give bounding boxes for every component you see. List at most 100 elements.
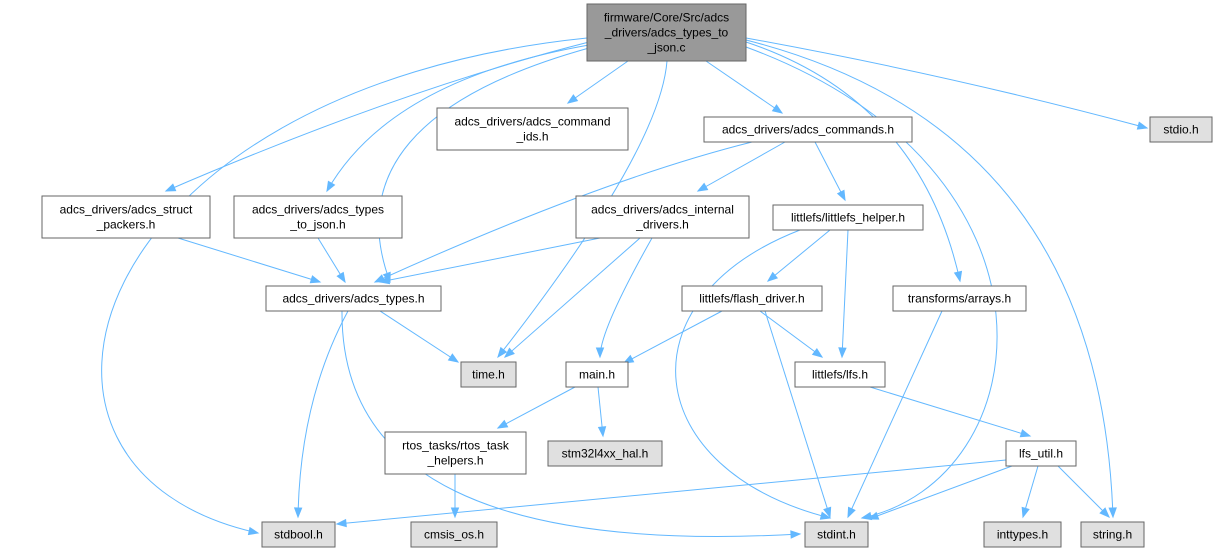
- node-box[interactable]: [1005, 440, 1077, 467]
- edge-line: [868, 465, 1013, 520]
- node-box[interactable]: [892, 285, 1027, 312]
- node-box[interactable]: [772, 204, 924, 231]
- arrowhead-icon: [1019, 429, 1032, 438]
- arrowhead-icon: [819, 511, 832, 520]
- node-box[interactable]: [681, 285, 823, 312]
- arrowhead-icon: [836, 189, 846, 202]
- node-box[interactable]: [1080, 521, 1145, 548]
- node-label-line: stdio.h: [1163, 123, 1198, 137]
- node-label-line: stm32l4xx_hal.h: [562, 447, 649, 461]
- edge-lfs_helper-to-stdint: [675, 229, 832, 520]
- node-label-line: main.h: [579, 368, 615, 382]
- node-box[interactable]: [436, 107, 629, 151]
- node-lfs[interactable]: littlefs/lfs.h: [794, 361, 886, 388]
- edge-lfs_util-to-string: [1057, 465, 1110, 518]
- arrowhead-icon: [597, 426, 607, 438]
- node-label-line: rtos_tasks/rtos_task: [402, 439, 510, 453]
- node-label-line: time.h: [472, 368, 505, 382]
- arrowhead-icon: [336, 271, 346, 284]
- arrowhead-icon: [860, 511, 873, 521]
- node-inttypes[interactable]: inttypes.h: [983, 521, 1062, 548]
- node-stdio[interactable]: stdio.h: [1149, 116, 1213, 143]
- node-types-to-json[interactable]: adcs_drivers/adcs_types_to_json.h: [233, 195, 403, 239]
- node-label-line: string.h: [1093, 528, 1132, 542]
- node-label-line: _drivers.h: [635, 218, 689, 232]
- edge-types-to-stdint: [341, 310, 802, 539]
- node-cmsis[interactable]: cmsis_os.h: [410, 521, 498, 548]
- arrowhead-icon: [1108, 507, 1117, 519]
- arrowhead-icon: [1136, 121, 1149, 130]
- node-root[interactable]: firmware/Core/Src/adcs_drivers/adcs_type…: [586, 3, 747, 62]
- node-cmd-ids[interactable]: adcs_drivers/adcs_command_ids.h: [436, 107, 629, 151]
- arrowhead-icon: [447, 353, 460, 363]
- edge-line: [336, 459, 1007, 525]
- edge-struct_packers-to-types: [177, 237, 322, 284]
- node-stdbool[interactable]: stdbool.h: [261, 521, 336, 548]
- edge-root-to-commands: [705, 60, 784, 114]
- node-box[interactable]: [233, 195, 403, 239]
- node-label-line: _helpers.h: [426, 454, 483, 468]
- node-rtos[interactable]: rtos_tasks/rtos_task_helpers.h: [384, 431, 527, 475]
- edges-layer: [101, 37, 1149, 539]
- node-main[interactable]: main.h: [565, 361, 629, 388]
- arrowhead-icon: [378, 275, 391, 285]
- node-box[interactable]: [586, 3, 747, 62]
- node-label-line: littlefs/littlefs_helper.h: [791, 211, 905, 225]
- node-hal[interactable]: stm32l4xx_hal.h: [547, 440, 663, 467]
- edge-lfs_helper-to-flash_driver: [766, 229, 831, 282]
- edge-internal_drivers-to-time: [503, 237, 641, 358]
- edge-root-to-types_to_json: [326, 44, 590, 193]
- edge-root-to-cmd_ids: [566, 60, 629, 104]
- node-box[interactable]: [41, 195, 211, 239]
- node-commands[interactable]: adcs_drivers/adcs_commands.h: [703, 116, 913, 143]
- edge-main-to-hal: [597, 386, 607, 438]
- node-box[interactable]: [804, 521, 869, 548]
- node-box[interactable]: [460, 361, 517, 388]
- node-box[interactable]: [410, 521, 498, 548]
- node-box[interactable]: [547, 440, 663, 467]
- arrowhead-icon: [335, 518, 347, 528]
- node-label-line: _to_json.h: [289, 218, 345, 232]
- edge-line: [379, 237, 601, 283]
- node-box[interactable]: [265, 285, 442, 312]
- edge-rtos-to-cmsis: [450, 474, 460, 519]
- edge-line: [814, 141, 846, 201]
- edge-lfs_util-to-inttypes: [1021, 465, 1039, 519]
- arrowhead-icon: [496, 419, 509, 429]
- node-box[interactable]: [384, 431, 527, 475]
- edge-lfs_helper-to-lfs: [838, 229, 849, 359]
- node-box[interactable]: [794, 361, 886, 388]
- arrowhead-icon: [497, 346, 508, 359]
- edge-line: [1057, 465, 1110, 518]
- edge-line: [745, 39, 1114, 518]
- arrowhead-icon: [847, 506, 856, 519]
- node-time[interactable]: time.h: [460, 361, 517, 388]
- node-flash-driver[interactable]: littlefs/flash_driver.h: [681, 285, 823, 312]
- node-arrays[interactable]: transforms/arrays.h: [892, 285, 1027, 312]
- arrowhead-icon: [503, 347, 515, 358]
- node-label-line: adcs_drivers/adcs_command: [454, 115, 610, 129]
- edge-flash_driver-to-stdint: [764, 310, 832, 519]
- arrowhead-icon: [823, 506, 832, 519]
- node-types[interactable]: adcs_drivers/adcs_types.h: [265, 285, 442, 312]
- node-struct-packers[interactable]: adcs_drivers/adcs_struct_packers.h: [41, 195, 211, 239]
- node-label-line: adcs_drivers/adcs_commands.h: [722, 123, 894, 137]
- arrowhead-icon: [790, 530, 802, 539]
- node-string[interactable]: string.h: [1080, 521, 1145, 548]
- node-label-line: littlefs/lfs.h: [812, 368, 868, 382]
- node-stdint[interactable]: stdint.h: [804, 521, 869, 548]
- node-box[interactable]: [575, 195, 750, 239]
- node-box[interactable]: [1149, 116, 1213, 143]
- node-lfs-helper[interactable]: littlefs/littlefs_helper.h: [772, 204, 924, 231]
- edge-line: [567, 60, 629, 104]
- arrowhead-icon: [838, 347, 847, 359]
- node-box[interactable]: [261, 521, 336, 548]
- node-internal-drivers[interactable]: adcs_drivers/adcs_internal_drivers.h: [575, 195, 750, 239]
- node-box[interactable]: [703, 116, 913, 143]
- node-lfs-util[interactable]: lfs_util.h: [1005, 440, 1077, 467]
- node-box[interactable]: [565, 361, 629, 388]
- arrowhead-icon: [247, 526, 260, 536]
- edge-line: [705, 60, 783, 114]
- node-box[interactable]: [983, 521, 1062, 548]
- arrowhead-icon: [771, 104, 784, 114]
